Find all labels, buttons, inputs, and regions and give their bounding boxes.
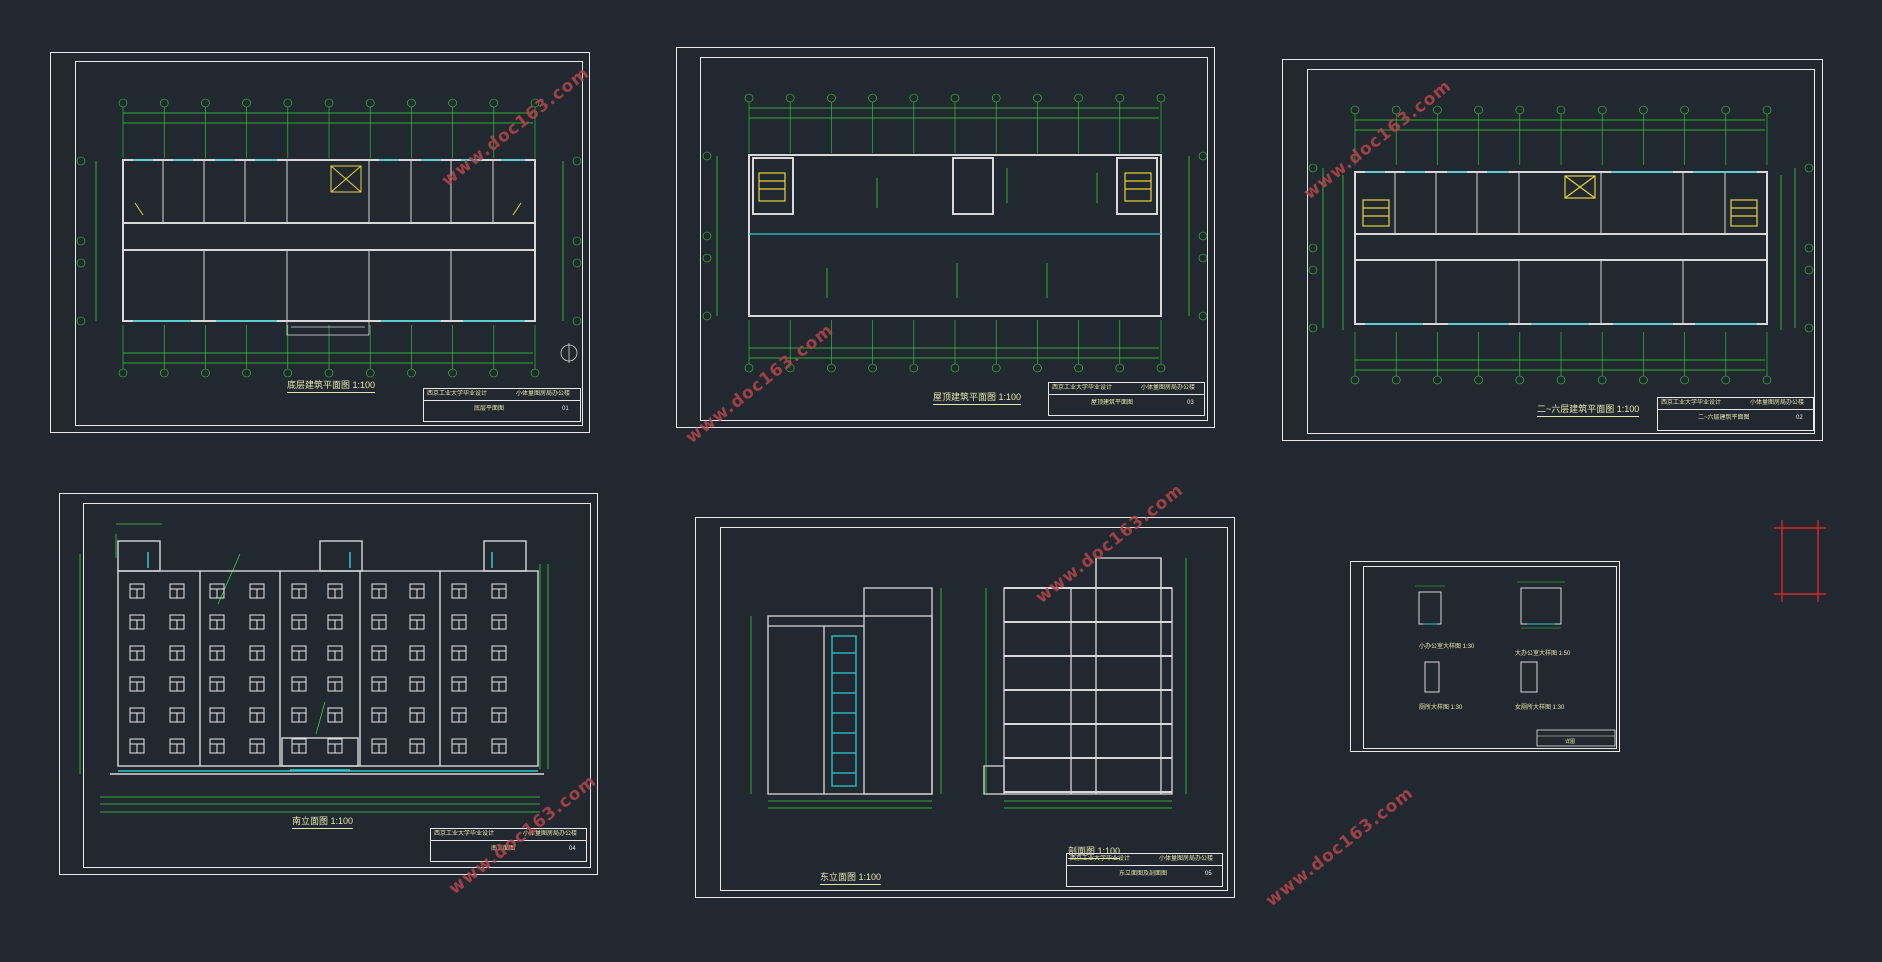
title-block-project: 小体量图房局办公楼: [1141, 385, 1196, 391]
title-block-title: 二~六层建筑平面图: [1698, 415, 1750, 421]
sheet-inner-frame: [1307, 69, 1815, 434]
title-block: 西京工业大学毕业设计 小体量图房局办公楼 二~六层建筑平面图 02: [1657, 397, 1814, 431]
typical-floor-plan-drawing: [1308, 105, 1814, 385]
sheet-caption: 底层建筑平面图 1:100: [287, 378, 376, 393]
title-block-title: 东立面图及剖面图: [1119, 871, 1168, 877]
drawing-sheet-ground-floor-plan[interactable]: 底层建筑平面图 1:100 西京工业大学毕业设计 小体量图房局办公楼 底层平面图…: [50, 52, 590, 433]
title-block: 西京工业大学毕业设计 小体量图房局办公楼 底层平面图 01: [423, 388, 581, 422]
detail-caption-female-toilet: 女厕所大样图 1:30: [1515, 705, 1565, 711]
detail-sheet-title: 详图: [1565, 739, 1576, 745]
detail-caption-large-office: 大办公室大样图 1:50: [1515, 651, 1571, 657]
title-block-drawing-no: 02: [1796, 415, 1803, 421]
title-block: 西京工业大学毕业设计 小体量图房局办公楼 东立面图及剖面图 05: [1066, 853, 1223, 887]
sheet-inner-frame: [700, 57, 1208, 421]
title-block-drawing-no: 01: [562, 406, 569, 412]
sheet-inner-frame: [720, 527, 1228, 891]
sheet-caption-east-elevation: 东立面图 1:100: [820, 870, 882, 885]
drawing-sheet-roof-plan[interactable]: 屋顶建筑平面图 1:100 西京工业大学毕业设计 小体量图房局办公楼 屋顶建筑平…: [676, 47, 1215, 428]
title-block-project: 小体量图房局办公楼: [1750, 400, 1805, 406]
title-block-school: 西京工业大学毕业设计: [434, 831, 495, 837]
title-block-school: 西京工业大学毕业设计: [427, 391, 488, 397]
sheet-inner-frame: [1363, 566, 1617, 749]
title-block-drawing-no: 05: [1205, 871, 1212, 877]
watermark-text: www.doc163.com: [1262, 783, 1418, 911]
east-elevation-drawing: [750, 587, 942, 809]
title-block-title: 屋顶建筑平面图: [1091, 400, 1134, 406]
drawing-sheet-east-elevation-and-section[interactable]: 东立面图 1:100 剖面图 1:100 西京工业大学毕业设计 小体量图房局办公…: [695, 517, 1235, 898]
title-block-project: 小体量图房局办公楼: [523, 831, 578, 837]
sheet-caption-section: 剖面图 1:100: [1068, 844, 1121, 859]
roof-plan-drawing: [702, 93, 1208, 373]
title-block-school: 西京工业大学毕业设计: [1661, 400, 1722, 406]
drawing-sheet-typical-floor-plan[interactable]: 二~六层建筑平面图 1:100 西京工业大学毕业设计 小体量图房局办公楼 二~六…: [1282, 59, 1823, 441]
title-block-school: 西京工业大学毕业设计: [1052, 385, 1113, 391]
title-block-title: 底层平面图: [474, 406, 505, 412]
title-block-drawing-no: 04: [569, 846, 576, 852]
red-marker-icon[interactable]: [1770, 516, 1830, 606]
title-block: 西京工业大学毕业设计 小体量图房局办公楼 屋顶建筑平面图 03: [1048, 382, 1205, 416]
detail-drawings: [1415, 581, 1616, 747]
title-block: 西京工业大学毕业设计 小体量图房局办公楼 南立面图 04: [430, 828, 587, 862]
title-block-project: 小体量图房局办公楼: [516, 391, 571, 397]
drawing-sheet-details[interactable]: 小办公室大样图 1:30 大办公室大样图 1:50 厕所大样图 1:30 女厕所…: [1350, 561, 1620, 752]
title-block-drawing-no: 03: [1187, 400, 1194, 406]
detail-caption-small-office: 小办公室大样图 1:30: [1419, 644, 1475, 650]
title-block-school: 西京工业大学毕业设计: [1070, 856, 1131, 862]
title-block-project: 小体量图房局办公楼: [1159, 856, 1214, 862]
sheet-caption: 南立面图 1:100: [292, 814, 354, 829]
ground-floor-plan-drawing: [76, 98, 582, 378]
sheet-caption: 屋顶建筑平面图 1:100: [933, 390, 1022, 405]
title-block-title: 南立面图: [491, 846, 516, 852]
detail-caption-toilet: 厕所大样图 1:30: [1419, 705, 1463, 711]
drawing-sheet-south-elevation[interactable]: 南立面图 1:100 西京工业大学毕业设计 小体量图房局办公楼 南立面图 04: [59, 493, 598, 875]
sheet-inner-frame: [83, 503, 591, 868]
section-drawing: [983, 557, 1187, 809]
sheet-inner-frame: [75, 61, 583, 426]
south-elevation-drawing: [79, 523, 549, 813]
sheet-caption: 二~六层建筑平面图 1:100: [1537, 402, 1640, 417]
